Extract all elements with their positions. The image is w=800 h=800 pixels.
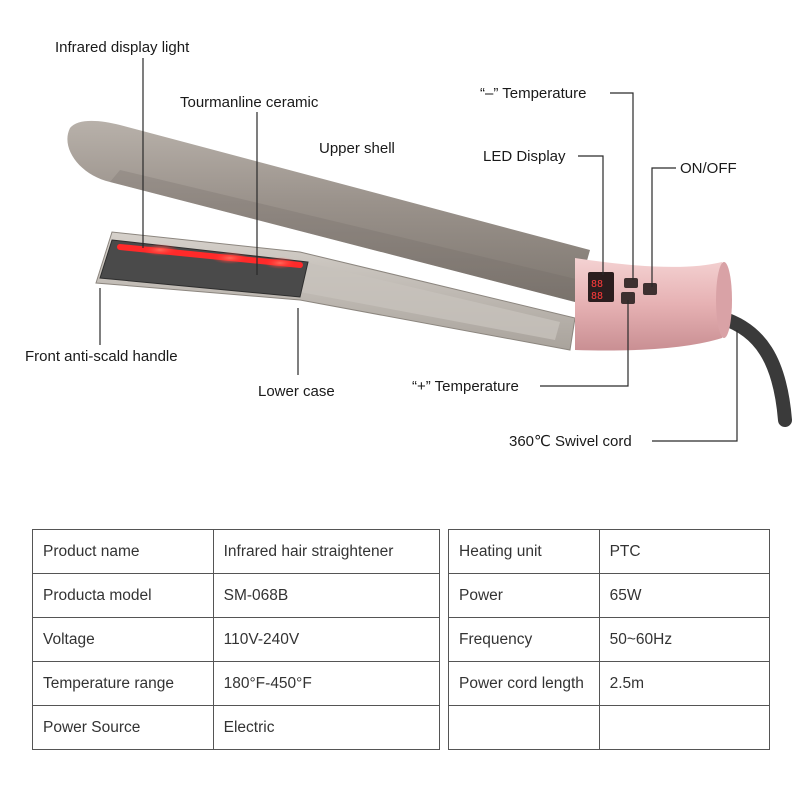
product-diagram: 88 88 Infrared display light Tourmanline… [25, 39, 792, 450]
spec-key [448, 705, 600, 750]
leader-onoff [651, 167, 676, 287]
spec-key: Voltage [32, 617, 214, 662]
onoff-button[interactable] [643, 283, 657, 295]
spec-key: Producta model [32, 573, 214, 618]
infrared-glow-2 [212, 252, 248, 264]
spec-key: Power Source [32, 705, 214, 750]
plus-temperature-button[interactable] [621, 292, 635, 304]
label-infrared: Infrared display light [55, 39, 190, 56]
upper-shell-shade [110, 170, 590, 302]
svg-text:88: 88 [591, 279, 603, 290]
table-row: Power 65W [448, 573, 771, 618]
spec-value: SM-068B [212, 573, 441, 618]
table-row: Frequency 50~60Hz [448, 617, 771, 662]
spec-value: Electric [212, 705, 441, 750]
upper-shell [67, 120, 591, 302]
spec-key: Heating unit [448, 529, 600, 574]
table-row [448, 705, 771, 750]
infrared-glow-1 [142, 244, 178, 256]
spec-value: 50~60Hz [598, 617, 771, 662]
spec-key: Product name [32, 529, 214, 574]
label-onoff: ON/OFF [680, 160, 737, 177]
handle-end [716, 262, 732, 338]
leader-minus-temp [610, 92, 634, 280]
leader-plus-temp [540, 300, 629, 387]
spec-value: Infrared hair straightener [212, 529, 441, 574]
table-row: Power Source Electric [32, 705, 441, 750]
label-minus-temp: “–” Temperature [480, 85, 586, 102]
lower-plate [300, 262, 560, 340]
spec-key: Power cord length [448, 661, 600, 706]
spec-key: Power [448, 573, 600, 618]
label-tourmaline: Tourmanline ceramic [180, 94, 319, 111]
spec-value: 65W [598, 573, 771, 618]
handle [575, 258, 732, 351]
spec-table-left: Product name Infrared hair straightener … [32, 529, 441, 750]
table-row: Temperature range 180°F-450°F [32, 661, 441, 706]
spec-key: Temperature range [32, 661, 214, 706]
spec-key: Frequency [448, 617, 600, 662]
spec-value: 2.5m [598, 661, 771, 706]
spec-value [598, 705, 771, 750]
spec-value: PTC [598, 529, 771, 574]
spec-value: 110V-240V [212, 617, 441, 662]
table-row: Product name Infrared hair straightener [32, 529, 441, 574]
table-row: Voltage 110V-240V [32, 617, 441, 662]
label-lower-case: Lower case [258, 383, 335, 400]
table-row: Power cord length 2.5m [448, 661, 771, 706]
led-display [588, 272, 614, 302]
leader-led [578, 155, 604, 275]
infrared-glow-3 [264, 257, 296, 269]
swivel-cord [715, 311, 792, 427]
label-led: LED Display [483, 148, 566, 165]
label-plus-temp: “+” Temperature [412, 378, 519, 395]
table-row: Heating unit PTC [448, 529, 771, 574]
minus-temperature-button[interactable] [624, 278, 638, 288]
label-swivel: 360℃ Swivel cord [509, 433, 632, 450]
table-row: Producta model SM-068B [32, 573, 441, 618]
label-upper-shell: Upper shell [319, 140, 395, 157]
leader-swivel [652, 330, 738, 442]
label-front-handle: Front anti-scald handle [25, 348, 178, 365]
spec-table-right: Heating unit PTC Power 65W Frequency 50~… [448, 529, 771, 750]
spec-value: 180°F-450°F [212, 661, 441, 706]
svg-text:88: 88 [591, 291, 603, 302]
